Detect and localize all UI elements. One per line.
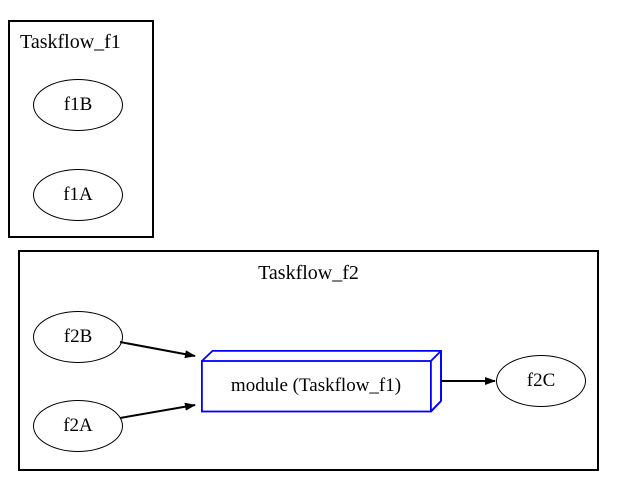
node-f2c-label: f2C [526, 370, 556, 391]
node-f2a-label: f2A [63, 415, 93, 436]
node-f2c[interactable]: f2C [496, 355, 586, 407]
cluster-taskflow-f2: Taskflow_f2 [18, 250, 599, 471]
node-f1b-label: f1B [63, 94, 93, 115]
node-f1b[interactable]: f1B [33, 79, 123, 131]
node-f2b[interactable]: f2B [33, 311, 123, 363]
node-f1a[interactable]: f1A [33, 169, 123, 221]
node-f2a[interactable]: f2A [33, 400, 123, 452]
cluster-taskflow-f1-label: Taskflow_f1 [20, 31, 121, 53]
node-f1a-label: f1A [63, 184, 93, 205]
cluster-taskflow-f2-label: Taskflow_f2 [258, 262, 359, 284]
node-f2b-label: f2B [63, 326, 93, 347]
cluster-taskflow-f1: Taskflow_f1 [8, 20, 154, 238]
node-module-taskflow-f1[interactable]: module (Taskflow_f1) [200, 350, 442, 413]
